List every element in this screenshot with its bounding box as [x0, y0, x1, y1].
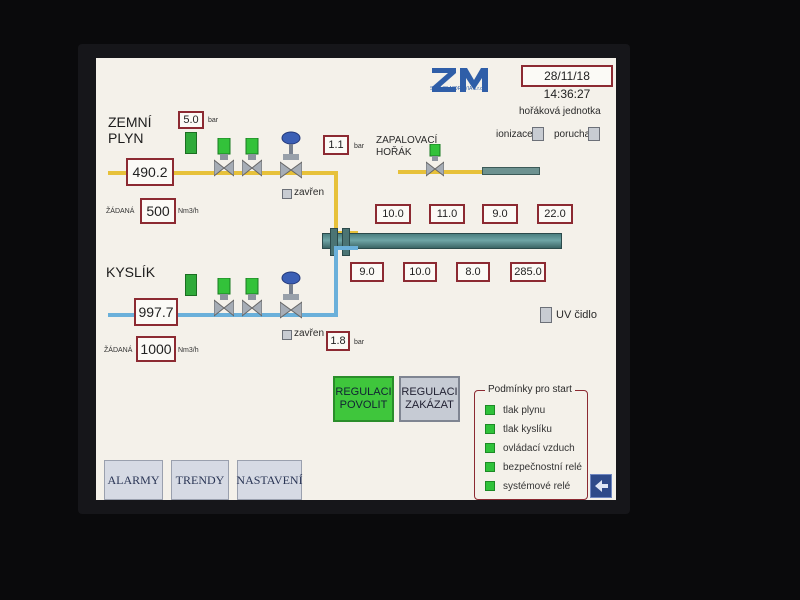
condition-row: tlak plynu [485, 405, 545, 416]
start-conditions-panel: Podmínky pro start tlak plynu tlak kyslí… [474, 384, 588, 500]
oxygen-pipe-feed [334, 246, 358, 250]
uv-sensor-label: UV čidlo [556, 309, 597, 321]
ignition-burner-label: ZAPALOVACÍ HOŘÁK [376, 135, 437, 159]
oxygen-pipe-main [108, 313, 338, 317]
condition-ok-indicator [485, 424, 495, 435]
oxygen-setpoint-label: ŽÁDANÁ [104, 347, 133, 354]
condition-row: systémové relé [485, 481, 570, 492]
condition-ok-indicator [485, 462, 495, 473]
burner-bottom-value-4: 285.0 [510, 262, 546, 282]
back-button[interactable] [590, 474, 612, 498]
ignition-valve-icon [425, 143, 445, 178]
gas-control-valve-icon [279, 130, 303, 182]
burner-bottom-value-1: 9.0 [350, 262, 384, 282]
oxygen-shutoff-valve-1-icon [213, 277, 235, 320]
burner-top-value-4: 22.0 [537, 204, 573, 224]
oxygen-closed-indicator [282, 330, 292, 340]
condition-label: ovládací vzduch [503, 443, 575, 454]
gas-valve-pressure-display: 1.1 [323, 135, 349, 155]
fault-label: porucha [554, 129, 591, 140]
enable-regulation-button[interactable]: REGULACI POVOLIT [333, 376, 394, 422]
gas-setpoint-input[interactable]: 500 [140, 198, 176, 224]
condition-ok-indicator [485, 443, 495, 454]
company-logo [430, 66, 490, 98]
oxygen-label: KYSLÍK [106, 264, 156, 280]
oxygen-valve-pressure-unit: bar [354, 339, 365, 346]
burner-bottom-value-3: 8.0 [456, 262, 490, 282]
condition-ok-indicator [485, 405, 495, 416]
gas-shutoff-valve-1-icon [213, 137, 235, 180]
condition-row: ovládací vzduch [485, 443, 575, 454]
burner-bottom-value-2: 10.0 [403, 262, 437, 282]
condition-label: tlak kyslíku [503, 424, 552, 435]
condition-ok-indicator [485, 481, 495, 492]
oxygen-closed-label: zavřen [294, 328, 325, 339]
condition-row: tlak kyslíku [485, 424, 552, 435]
main-burner-flange-2 [342, 228, 350, 256]
gas-pressure-unit: bar [208, 117, 219, 124]
uv-sensor-indicator [540, 307, 552, 323]
gas-closed-indicator [282, 189, 292, 199]
alarms-button[interactable]: ALARMY [104, 460, 163, 500]
oxygen-flow-unit: Nm3/h [178, 347, 199, 354]
gas-label: ZEMNÍ PLYN [108, 114, 152, 146]
main-burner-body [322, 233, 562, 249]
fault-indicator [588, 127, 600, 141]
oxygen-pipe-riser [334, 246, 338, 317]
gas-setpoint-label: ŽÁDANÁ [106, 208, 135, 215]
gas-pressure-display: 5.0 [178, 111, 204, 129]
burner-top-value-2: 11.0 [429, 204, 465, 224]
hmi-screen: SERVIS MORAVIA s.r.o. 28/11/18 14:36:27 … [96, 58, 616, 500]
oxygen-flow-display: 997.7 [134, 298, 178, 326]
oxygen-valve-pressure-display: 1.8 [326, 331, 350, 351]
ignition-label-line1: ZAPALOVACÍ [376, 135, 438, 146]
back-arrow-icon [595, 480, 608, 492]
disable-regulation-button[interactable]: REGULACI ZAKÁZAT [399, 376, 460, 422]
gas-pressure-transmitter-icon [185, 132, 197, 154]
settings-button[interactable]: NASTAVENÍ [236, 460, 303, 500]
condition-label: tlak plynu [503, 405, 546, 416]
burner-unit-title: hořáková jednotka [519, 106, 601, 117]
condition-row: bezpečnostní relé [485, 462, 582, 473]
zm-logo-icon [432, 68, 488, 92]
oxygen-setpoint-input[interactable]: 1000 [136, 336, 176, 362]
gas-shutoff-valve-2-icon [241, 137, 263, 180]
gas-pipe-riser [334, 171, 338, 235]
datetime-display: 28/11/18 14:36:27 [521, 65, 613, 101]
ionization-label: ionizace [496, 129, 533, 140]
gas-flow-display: 490.2 [126, 158, 174, 186]
gas-label-line2: PLYN [108, 130, 144, 146]
oxygen-pressure-transmitter-icon [185, 274, 197, 296]
trends-button[interactable]: TRENDY [171, 460, 229, 500]
burner-top-value-3: 9.0 [482, 204, 518, 224]
gas-label-line1: ZEMNÍ [108, 114, 152, 130]
logo-subtitle: SERVIS MORAVIA s.r.o. [430, 86, 485, 92]
gas-pipe-main [108, 171, 338, 175]
condition-label: bezpečnostní relé [503, 462, 582, 473]
start-conditions-title: Podmínky pro start [485, 384, 575, 395]
gas-flow-unit: Nm3/h [178, 208, 199, 215]
oxygen-control-valve-icon [279, 270, 303, 322]
ignition-burner-nozzle [482, 167, 540, 175]
ignition-label-line2: HOŘÁK [376, 147, 412, 158]
ionization-indicator [532, 127, 544, 141]
gas-closed-label: zavřen [294, 187, 325, 198]
burner-top-value-1: 10.0 [375, 204, 411, 224]
condition-label: systémové relé [503, 481, 571, 492]
oxygen-shutoff-valve-2-icon [241, 277, 263, 320]
gas-valve-pressure-unit: bar [354, 143, 365, 150]
